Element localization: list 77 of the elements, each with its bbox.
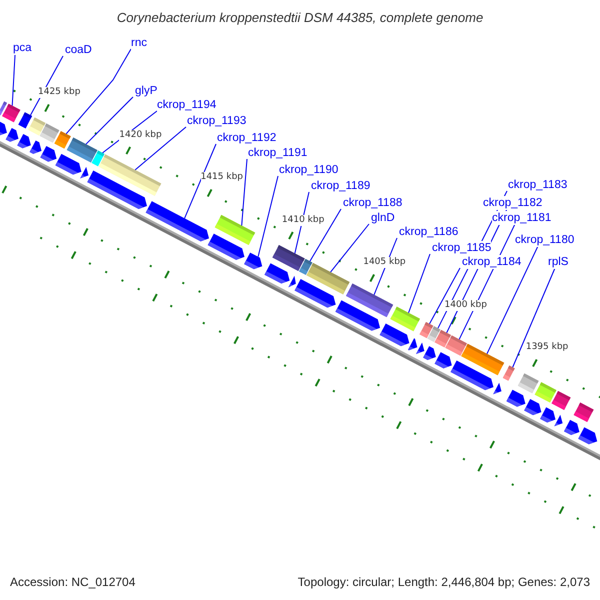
scale-label: 1400 kbp — [444, 300, 487, 311]
gene-feature — [54, 131, 71, 149]
forward-gene-feature — [30, 140, 42, 154]
scale-label: 1395 kbp — [526, 342, 568, 354]
leader-line — [12, 54, 16, 106]
leader-line — [429, 268, 460, 324]
forward-gene-feature — [408, 338, 418, 350]
leader-line — [85, 96, 134, 145]
gene-label: ckrop_1180 — [515, 233, 574, 247]
leader-line — [258, 176, 278, 258]
gene-feature — [445, 335, 467, 356]
forward-gene-feature — [434, 352, 452, 368]
gene-feature — [518, 373, 539, 394]
gene-label: ckrop_1184 — [462, 255, 522, 269]
gene-label: ckrop_1192 — [217, 131, 276, 145]
scale-label: 1405 kbp — [363, 257, 406, 268]
leader-line — [309, 208, 342, 262]
forward-gene-feature — [208, 234, 244, 260]
gene-label: ckrop_1182 — [483, 196, 542, 210]
forward-gene-feature — [506, 390, 526, 407]
gene-label: ckrop_1191 — [248, 146, 308, 160]
forward-gene-feature — [244, 252, 262, 270]
gene-feature — [18, 112, 32, 128]
forward-gene-feature — [564, 420, 580, 436]
forward-gene-feature — [17, 134, 31, 148]
forward-gene-feature — [423, 346, 436, 360]
gene-label: ckrop_1190 — [279, 163, 338, 177]
leader-line — [66, 48, 132, 134]
leader-line — [330, 224, 370, 273]
gene-label: ckrop_1193 — [187, 114, 246, 128]
gene-label: ckrop_1183 — [508, 178, 568, 192]
scale-label: 1410 kbp — [282, 214, 324, 226]
forward-gene-feature — [380, 323, 410, 346]
forward-gene-feature — [450, 360, 494, 390]
forward-gene-feature — [55, 154, 82, 175]
gene-label: ckrop_1194 — [157, 98, 216, 112]
gene-label: glyP — [135, 84, 158, 98]
footer-text: Accession: NC_012704 — [10, 575, 136, 589]
scale-label: 1425 kbp — [38, 87, 80, 98]
leader-line — [241, 158, 248, 226]
footer-text: Topology: circular; Length: 2,446,804 bp; Genes: 2,073 — [298, 575, 590, 589]
gene-label: ckrop_1189 — [311, 179, 370, 193]
gene-feature — [552, 390, 571, 410]
forward-gene-feature — [416, 342, 424, 354]
forward-gene-feature — [493, 382, 502, 394]
forward-gene-feature — [554, 414, 563, 426]
scale-label: 1420 kbp — [119, 130, 162, 140]
forward-gene-feature — [0, 121, 7, 136]
forward-gene-feature — [146, 201, 210, 242]
forward-gene-feature — [578, 427, 598, 444]
gene-feature — [534, 382, 556, 403]
diagram-title: Corynebacterium kroppenstedtii DSM 44385, complete genome — [116, 10, 484, 26]
forward-gene-feature — [288, 276, 296, 288]
gene-label: ckrop_1185 — [432, 241, 492, 255]
forward-gene-feature — [524, 398, 542, 416]
gene-feature — [390, 306, 420, 332]
gene-label: ckrop_1181 — [492, 211, 552, 225]
leader-line — [486, 246, 538, 354]
gene-label: ckrop_1186 — [399, 225, 458, 239]
forward-gene-feature — [80, 166, 88, 178]
gene-label: glnD — [371, 211, 395, 225]
leader-line — [184, 144, 216, 219]
leader-line — [512, 268, 556, 368]
forward-gene-feature — [87, 170, 147, 209]
gene-feature — [40, 123, 60, 143]
gene-feature — [2, 104, 20, 122]
forward-gene-feature — [40, 146, 57, 162]
scale-label: 1415 kbp — [200, 172, 244, 183]
leader-line — [408, 254, 430, 314]
gene-label: ckrop_1188 — [343, 196, 402, 210]
forward-gene-feature — [294, 278, 336, 308]
leader-line — [134, 126, 186, 170]
forward-gene-feature — [6, 128, 18, 142]
gene-label: rplS — [548, 255, 568, 269]
forward-gene-feature — [264, 263, 290, 284]
forward-gene-feature — [335, 300, 380, 331]
gene-feature — [502, 366, 515, 381]
